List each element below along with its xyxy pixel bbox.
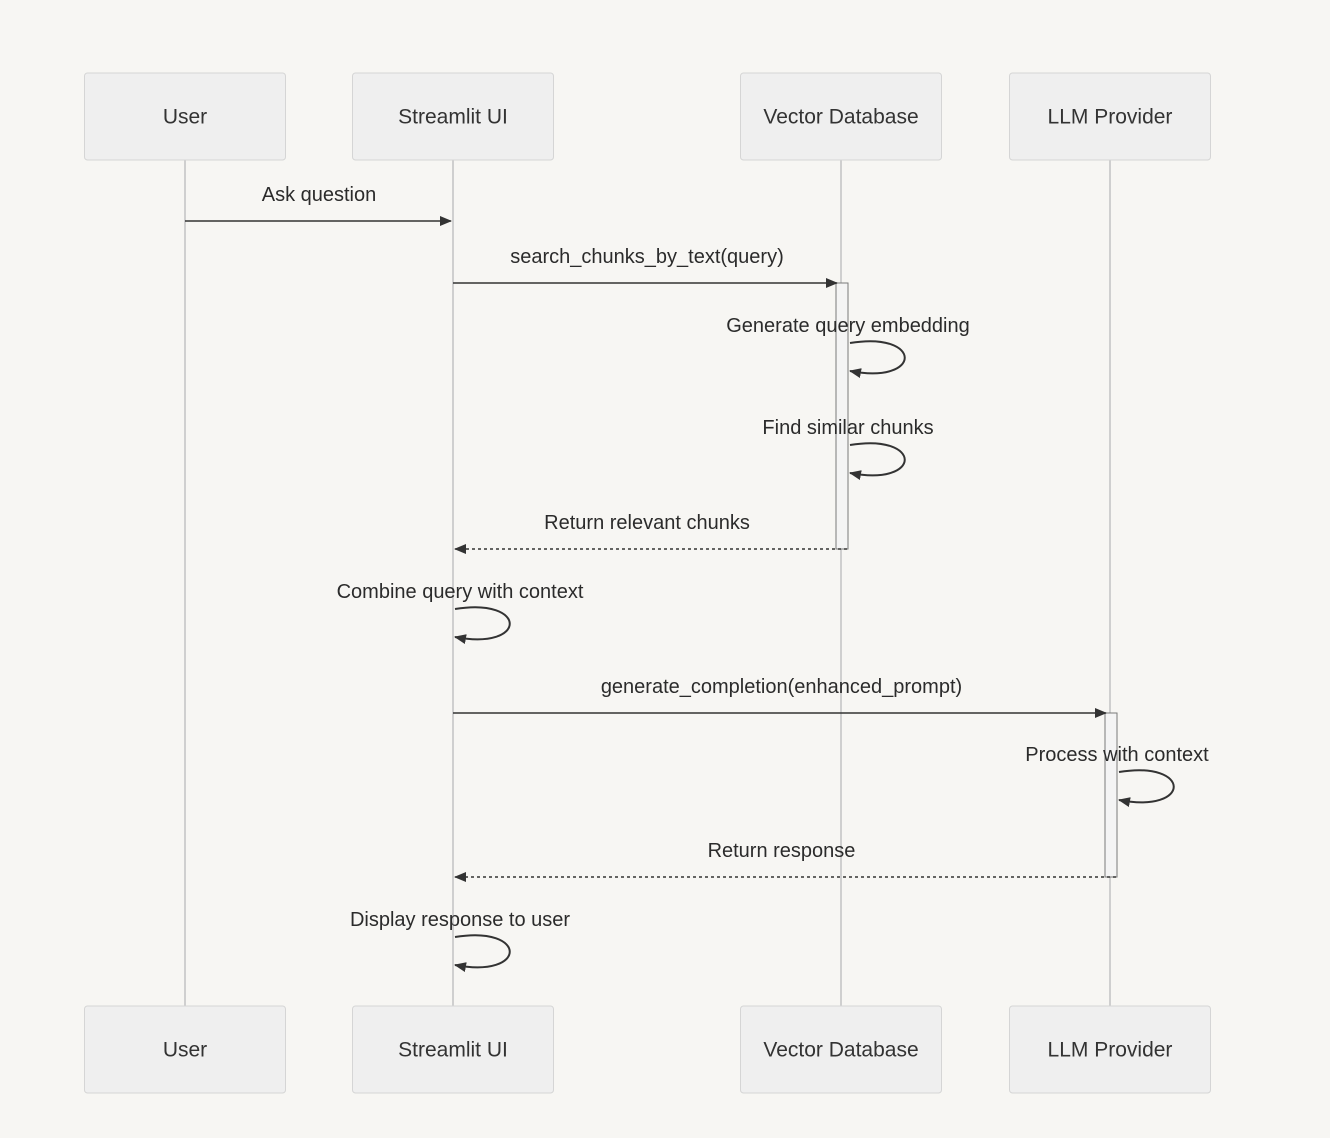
self-message-arrow	[1118, 769, 1175, 807]
message-label: Display response to user	[350, 909, 570, 931]
self-message-arrow	[849, 442, 906, 480]
actor-db-top: Vector Database	[740, 72, 942, 161]
activation-bar-db	[835, 282, 849, 550]
message-7: generate_completion(enhanced_prompt)	[453, 676, 1107, 718]
actor-box	[740, 72, 942, 161]
message-label: Find similar chunks	[762, 417, 933, 439]
actor-box	[740, 1005, 942, 1094]
actor-label: Streamlit UI	[398, 1039, 508, 1062]
message-label: Return relevant chunks	[544, 512, 750, 534]
actor-box	[1009, 1005, 1211, 1094]
actor-label: Vector Database	[763, 1039, 918, 1062]
actor-label: User	[163, 1039, 207, 1062]
actor-box	[1009, 72, 1211, 161]
message-3: Generate query embedding	[726, 315, 970, 378]
message-8: Process with context	[1025, 744, 1209, 807]
self-message-arrow	[454, 606, 511, 644]
actor-user-top: User	[84, 72, 286, 161]
message-10: Display response to user	[350, 909, 570, 972]
actor-label: Streamlit UI	[398, 106, 508, 129]
self-message-arrow	[454, 934, 511, 972]
actor-box	[352, 72, 554, 161]
actor-ui-bottom: Streamlit UI	[352, 1005, 554, 1094]
actor-box	[84, 1005, 286, 1094]
actor-llm-top: LLM Provider	[1009, 72, 1211, 161]
message-label: generate_completion(enhanced_prompt)	[601, 676, 962, 698]
message-label: Generate query embedding	[726, 315, 970, 337]
message-6: Combine query with context	[337, 581, 584, 644]
message-label: Return response	[708, 840, 856, 862]
actor-ui-top: Streamlit UI	[352, 72, 554, 161]
actor-box	[84, 72, 286, 161]
message-4: Find similar chunks	[762, 417, 934, 480]
actor-label: User	[163, 106, 207, 129]
actor-label: Vector Database	[763, 106, 918, 129]
message-label: Ask question	[262, 184, 377, 206]
message-label: Combine query with context	[337, 581, 584, 603]
actor-user-bottom: User	[84, 1005, 286, 1094]
actor-llm-bottom: LLM Provider	[1009, 1005, 1211, 1094]
actor-box	[352, 1005, 554, 1094]
message-5: Return relevant chunks	[454, 512, 847, 554]
activation-bar-llm	[1104, 712, 1118, 878]
actor-label: LLM Provider	[1048, 106, 1173, 129]
message-2: search_chunks_by_text(query)	[453, 246, 838, 288]
message-label: search_chunks_by_text(query)	[510, 246, 783, 268]
message-1: Ask question	[185, 184, 452, 226]
message-label: Process with context	[1025, 744, 1209, 766]
message-9: Return response	[454, 840, 1116, 882]
actor-label: LLM Provider	[1048, 1039, 1173, 1062]
self-message-arrow	[849, 340, 906, 378]
actor-db-bottom: Vector Database	[740, 1005, 942, 1094]
